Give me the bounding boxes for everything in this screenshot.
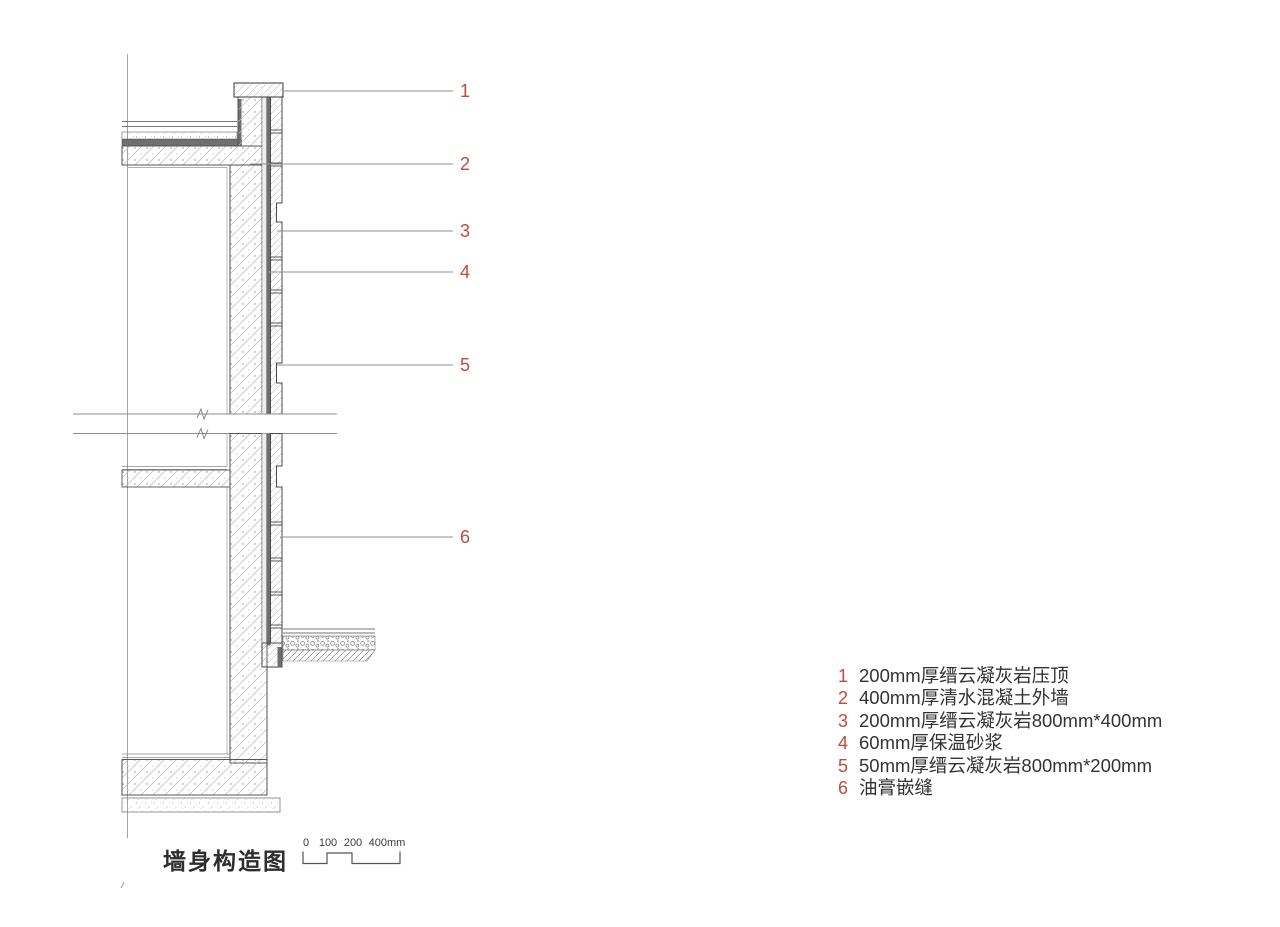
callout-1: 1 [460, 81, 471, 101]
legend-item-number: 3 [837, 710, 848, 731]
callout-3: 3 [460, 221, 471, 241]
scale-label-0: 0 [302, 837, 310, 849]
legend-item: 1 200mm厚缙云凝灰岩压顶 [836, 665, 1162, 687]
grid-line [120, 54, 128, 889]
legend-item: 5 50mm厚缙云凝灰岩800mm*200mm [836, 755, 1162, 777]
legend-item-number: 5 [837, 755, 848, 776]
legend-item: 3 200mm厚缙云凝灰岩800mm*400mm [836, 710, 1162, 732]
foundation-slab [121, 753, 281, 813]
concrete-wall-lower [226, 433, 268, 764]
legend-item-text: 200mm厚缙云凝灰岩800mm*400mm [859, 709, 1163, 731]
legend-item-number: 2 [837, 688, 848, 709]
concrete-wall-upper [226, 96, 263, 415]
scale-bar [302, 851, 401, 865]
legend-item: 4 60mm厚保温砂浆 [836, 732, 1162, 754]
legend-item-text: 400mm厚清水混凝土外墙 [859, 687, 1069, 709]
legend: 1 200mm厚缙云凝灰岩压顶 2 400mm厚清水混凝土外墙 3 200mm厚… [836, 665, 1162, 799]
roof-assembly [121, 99, 263, 168]
stone-cladding-lower [261, 433, 283, 668]
insulation-layer-upper [261, 96, 271, 415]
legend-item-number: 1 [837, 666, 848, 686]
leader-lines [250, 90, 453, 538]
legend-item-number: 4 [837, 733, 848, 754]
scale-label-200: 200 [343, 837, 363, 849]
callout-5: 5 [460, 355, 471, 375]
callout-2: 2 [460, 154, 471, 174]
callout-4: 4 [460, 262, 471, 282]
insulation-layer-lower [261, 433, 271, 646]
stone-cladding-upper [270, 96, 283, 415]
legend-item-text: 油膏嵌缝 [859, 776, 934, 798]
floor-slab-intermediate [121, 466, 231, 488]
scale-label-400: 400mm [368, 837, 406, 849]
break-lines [73, 407, 337, 440]
legend-item-text: 200mm厚缙云凝灰岩压顶 [859, 665, 1069, 686]
legend-item-text: 60mm厚保温砂浆 [859, 732, 1003, 754]
ground-layers [282, 628, 376, 662]
legend-item-text: 50mm厚缙云凝灰岩800mm*200mm [859, 754, 1152, 776]
callout-6: 6 [460, 527, 471, 547]
scale-label-100: 100 [318, 837, 338, 849]
drawing-title: 墙身构造图 [163, 848, 288, 874]
legend-item: 2 400mm厚清水混凝土外墙 [836, 687, 1162, 709]
legend-item-number: 6 [837, 777, 848, 798]
legend-item: 6 油膏嵌缝 [836, 777, 1162, 799]
coping-stone [233, 82, 284, 98]
